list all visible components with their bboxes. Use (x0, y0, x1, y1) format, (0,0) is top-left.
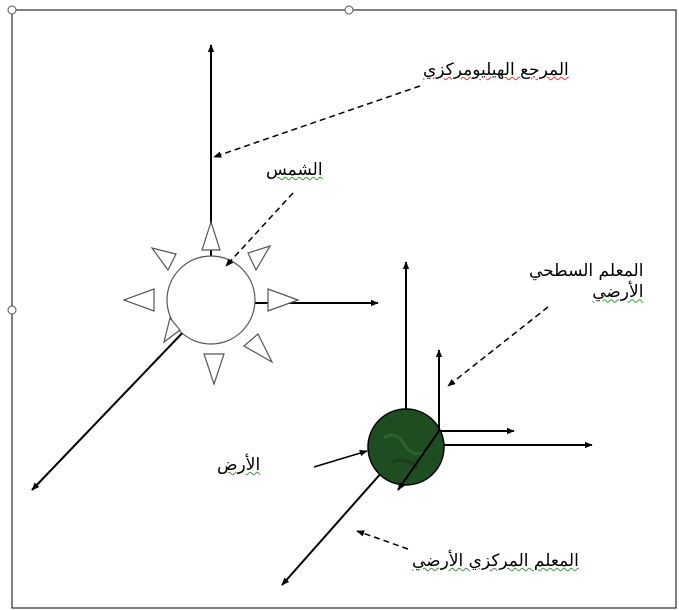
label-sun-text: الشمس (266, 160, 323, 180)
label-sun: الشمس (266, 160, 323, 181)
geocentric-axes (281, 261, 593, 586)
label-earth-text: الأرض (217, 455, 261, 475)
resize-handle-top-middle[interactable] (344, 5, 354, 15)
label-heliocentric-frame: المرجع الهيليومركزي (423, 60, 569, 81)
resize-handle-top-left[interactable] (7, 5, 17, 15)
pointer-surface (447, 306, 549, 387)
pointer-earth (313, 450, 368, 468)
pointer-geocentric (356, 530, 409, 550)
label-surface-line2: الأرضي (592, 282, 644, 303)
pointer-arrows (213, 85, 549, 550)
resize-handle-middle-left[interactable] (7, 305, 17, 315)
sun-icon (122, 220, 300, 386)
pointer-sun (225, 192, 294, 267)
label-geocentric-frame: المعلم المركزي الأرضي (412, 551, 579, 572)
helio-axis-x (31, 302, 212, 491)
surface-axes (397, 349, 515, 491)
frame-border (11, 9, 677, 609)
pointer-heliocentric (213, 85, 421, 158)
label-earth: الأرض (217, 455, 260, 476)
label-earth-surface-frame: المعلم السطحي الأرضي (529, 261, 643, 304)
label-heliocentric-text: المرجع الهيليومركزي (423, 60, 569, 80)
label-geocentric-text: المعلم المركزي الأرضي (412, 551, 579, 571)
label-surface-line1: المعلم السطحي (529, 261, 644, 281)
surface-axis-x (397, 430, 440, 491)
